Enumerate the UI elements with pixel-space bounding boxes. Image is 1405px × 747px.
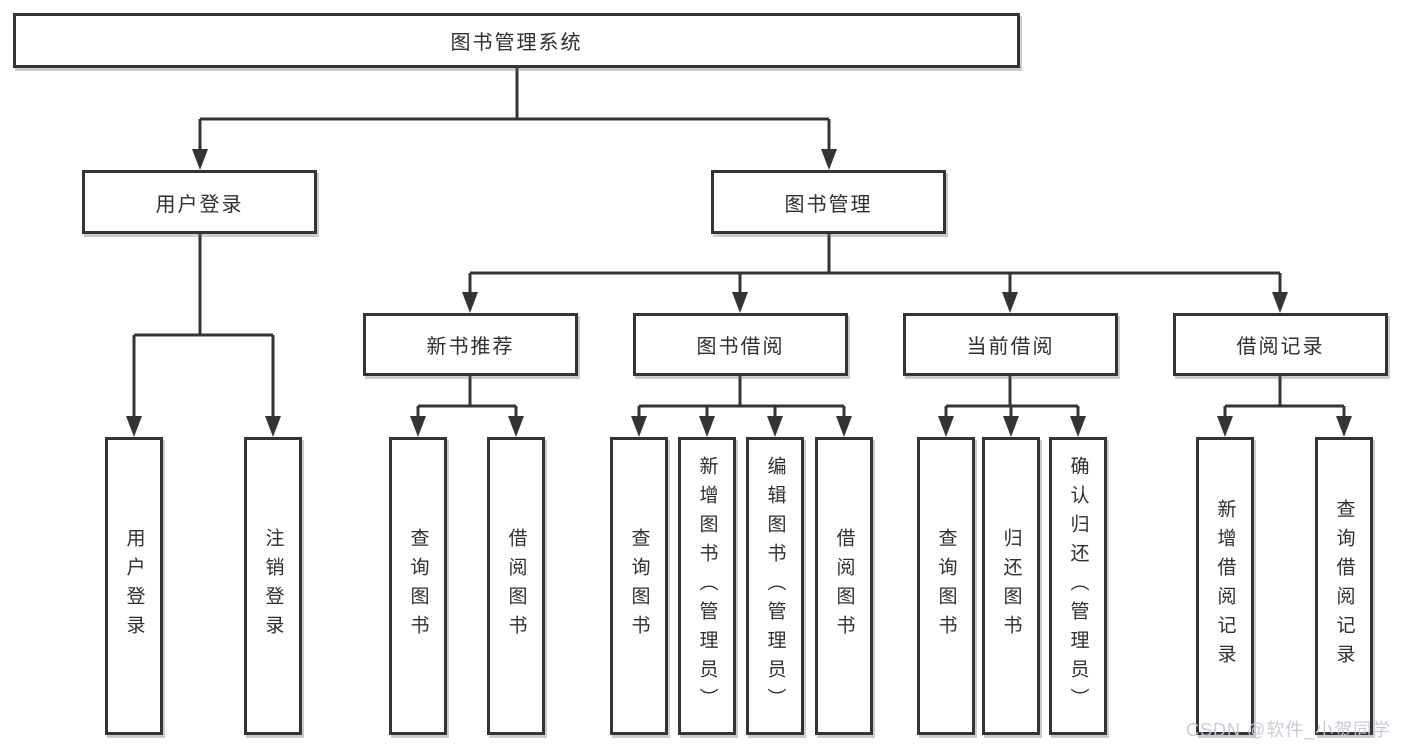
connector-borrow-record-group bbox=[1223, 376, 1346, 418]
arrow-down-icon bbox=[821, 149, 837, 170]
arrow-down-icon bbox=[732, 292, 748, 313]
arrow-down-icon bbox=[462, 292, 478, 313]
arrow-down-icon bbox=[1002, 292, 1018, 313]
leaf-add-borrow-record: 新增借阅记录 bbox=[1196, 437, 1254, 735]
arrow-down-icon bbox=[192, 149, 208, 170]
leaf-borrow-books: 借阅图书 bbox=[815, 437, 873, 735]
node-book-borrow: 图书借阅 bbox=[633, 313, 848, 376]
arrow-down-icon bbox=[938, 416, 954, 437]
leaf-return-books: 归还图书 bbox=[982, 437, 1040, 735]
leaf-query-books: 查询图书 bbox=[610, 437, 668, 735]
connector-book-borrow-group bbox=[637, 376, 846, 418]
arrow-down-icon bbox=[1217, 416, 1233, 437]
node-new-book-recommend: 新书推荐 bbox=[363, 313, 578, 376]
leaf-query-books: 查询图书 bbox=[389, 437, 447, 735]
arrow-down-icon bbox=[126, 416, 142, 437]
arrow-down-icon bbox=[265, 416, 281, 437]
arrow-down-icon bbox=[410, 416, 426, 437]
leaf-query-books: 查询图书 bbox=[917, 437, 975, 735]
node-library-management-system: 图书管理系统 bbox=[13, 13, 1020, 68]
connector-book-mgmt-to-modules bbox=[468, 234, 1282, 294]
connector-current-borrow-group bbox=[944, 376, 1080, 418]
arrow-down-icon bbox=[1003, 416, 1019, 437]
connector-new-book-group bbox=[416, 376, 518, 418]
leaf-borrow-books: 借阅图书 bbox=[487, 437, 545, 735]
node-book-management: 图书管理 bbox=[711, 170, 946, 234]
leaf-user-login: 用户登录 bbox=[105, 437, 163, 735]
leaf-add-books-admin: 新增图书（管理员） bbox=[678, 437, 736, 735]
node-current-borrow: 当前借阅 bbox=[903, 313, 1118, 376]
arrow-down-icon bbox=[508, 416, 524, 437]
arrow-down-icon bbox=[699, 416, 715, 437]
leaf-logout: 注销登录 bbox=[244, 437, 302, 735]
connector-user-login-group bbox=[132, 234, 275, 418]
arrowheads bbox=[126, 149, 1352, 437]
leaf-query-borrow-record: 查询借阅记录 bbox=[1315, 437, 1373, 735]
arrow-down-icon bbox=[1336, 416, 1352, 437]
node-borrow-records: 借阅记录 bbox=[1173, 313, 1388, 376]
leaf-edit-books-admin: 编辑图书（管理员） bbox=[746, 437, 804, 735]
arrow-down-icon bbox=[1070, 416, 1086, 437]
arrow-down-icon bbox=[1272, 292, 1288, 313]
node-user-login: 用户登录 bbox=[82, 170, 317, 234]
connector-paths bbox=[132, 68, 1346, 418]
arrow-down-icon bbox=[836, 416, 852, 437]
arrow-down-icon bbox=[767, 416, 783, 437]
arrow-down-icon bbox=[631, 416, 647, 437]
csdn-watermark: CSDN @软件_小贺同学 bbox=[1186, 720, 1392, 740]
leaf-confirm-return-admin: 确认归还（管理员） bbox=[1049, 437, 1107, 735]
connector-root-to-level2 bbox=[198, 68, 831, 151]
